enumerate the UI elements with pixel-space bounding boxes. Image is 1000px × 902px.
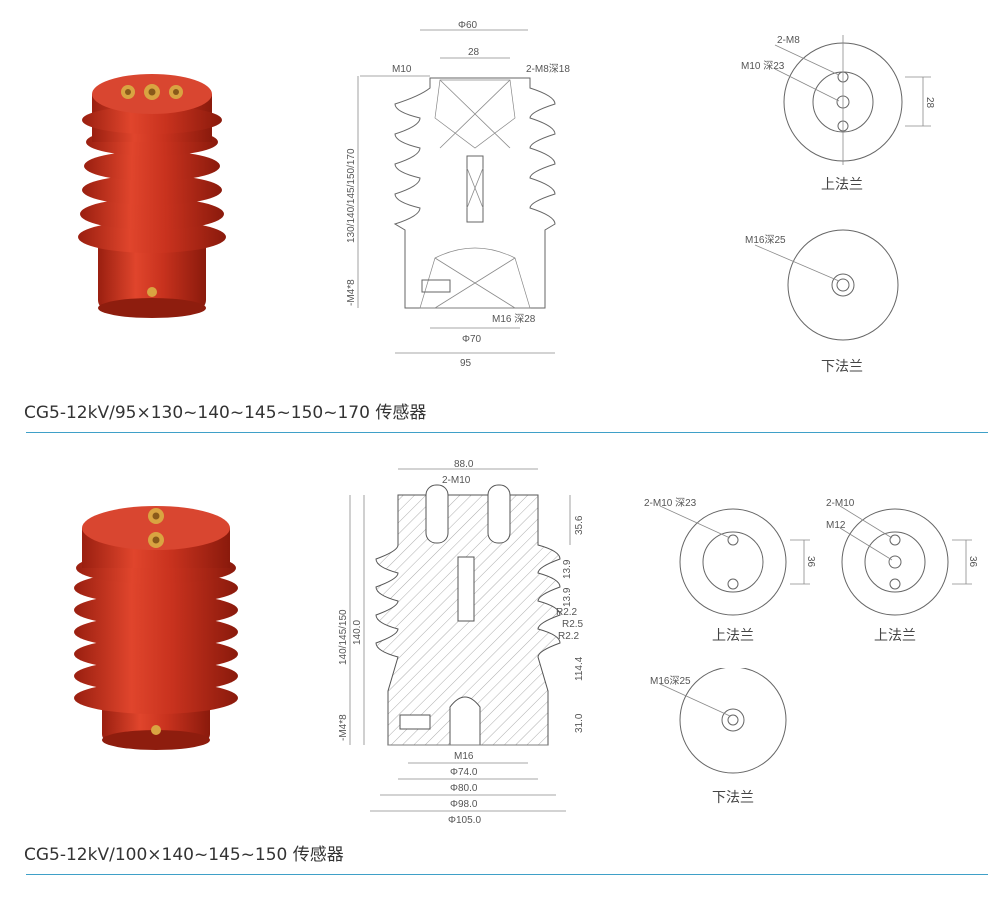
upper1-28: 28 [924, 97, 935, 109]
dim2-r22: R2.2 [556, 607, 578, 618]
dim2-356: 35.6 [574, 515, 585, 535]
upper2a-36: 36 [805, 556, 816, 568]
upper-flange-2a: 2-M10 深23 36 上法兰 [644, 497, 816, 643]
section-drawing-1: Φ60 28 M10 2-M8深18 130/140/145/150/170 -… [346, 20, 570, 369]
upper2b-m12: M12 [826, 520, 846, 531]
lower2-m16: M16深25 [650, 675, 691, 687]
upper2b-m10: 2-M10 [826, 498, 855, 509]
upper-flange-2b: 2-M10 M12 36 上法兰 [826, 498, 978, 643]
caption-product-2: CG5-12kV/100×140~145~150 传感器 [24, 845, 344, 865]
lower1-title: 下法兰 [821, 358, 863, 374]
dim2-p800: Φ80.0 [450, 783, 478, 794]
label-m4: -M4*8 [346, 279, 357, 306]
product-photo-2 [74, 506, 238, 750]
upper-flange-1: 2-M8 M10 深23 28 上法兰 [741, 35, 935, 192]
dim2-p1050: Φ105.0 [448, 815, 481, 826]
dim2-p740: Φ74.0 [450, 767, 478, 778]
divider-1 [26, 432, 988, 433]
dim2-m4: -M4*8 [338, 714, 349, 741]
label-m10: M10 [392, 64, 412, 75]
lower2-title: 下法兰 [712, 789, 754, 805]
dim2-r25: R2.5 [562, 619, 584, 630]
dim2-m16: M16 [454, 751, 474, 762]
dim2-139b: 13.9 [562, 587, 573, 607]
section-drawing-2: 88.0 2-M10 35.6 13.9 13.9 R2.2 R2.5 R2.2… [338, 459, 585, 826]
upper1-m10: M10 深23 [741, 60, 785, 72]
dim-95: 95 [460, 358, 472, 369]
dim2-1144: 114.4 [574, 656, 585, 681]
dim2-310: 31.0 [574, 713, 585, 733]
lower1-m16: M16深25 [745, 234, 786, 246]
upper2b-36: 36 [967, 556, 978, 568]
dim-phi70: Φ70 [462, 334, 482, 345]
divider-2 [26, 874, 988, 875]
upper2a-m10: 2-M10 深23 [644, 497, 697, 509]
dim-28: 28 [468, 47, 480, 58]
upper1-m8: 2-M8 [777, 35, 800, 46]
dim2-p980: Φ98.0 [450, 799, 478, 810]
upper1-title: 上法兰 [821, 176, 863, 192]
label-m16: M16 深28 [492, 313, 536, 325]
upper2b-title: 上法兰 [874, 627, 916, 643]
upper2a-title: 上法兰 [712, 627, 754, 643]
label-2-m8: 2-M8深18 [526, 63, 570, 75]
dim2-r22b: R2.2 [558, 631, 580, 642]
dim2-1400: 140.0 [352, 620, 363, 645]
dim2-hvar: 140/145/150 [338, 609, 349, 665]
dim2-top: 88.0 [454, 459, 474, 470]
product-photo-1 [78, 74, 226, 318]
dim2-139a: 13.9 [562, 559, 573, 579]
dim2-m10: 2-M10 [442, 475, 471, 486]
lower-flange-1: M16深25 下法兰 [745, 229, 899, 374]
dim-phi60: Φ60 [458, 20, 478, 31]
lower-flange-2: M16深25 下法兰 [650, 668, 787, 805]
dim-height: 130/140/145/150/170 [346, 148, 357, 243]
caption-product-1: CG5-12kV/95×130~140~145~150~170 传感器 [24, 403, 427, 423]
